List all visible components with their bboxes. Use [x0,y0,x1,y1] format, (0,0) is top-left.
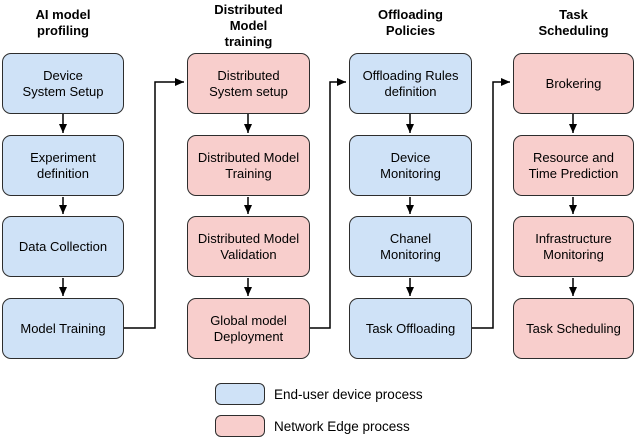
column-header-task-scheduling: Task Scheduling [538,7,609,38]
column-header-distributed-model-training: Distributed Model training [214,2,283,49]
step-offloading-rules-definition: Offloading Rules definition [349,53,472,114]
legend-label-end-user-device: End-user device process [274,386,423,402]
step-global-model-deployment: Global model Deployment [187,298,310,359]
connector-global-model-deployment-to-offloading-rules [310,78,346,329]
legend-swatch-end-user-device [215,383,265,405]
step-device-monitoring: Device Monitoring [349,135,472,196]
step-brokering: Brokering [513,53,634,114]
step-distributed-system-setup: Distributed System setup [187,53,310,114]
step-model-training: Model Training [2,298,124,359]
step-infrastructure-monitoring: Infrastructure Monitoring [513,216,634,277]
step-distributed-model-validation: Distributed Model Validation [187,216,310,277]
connector-model-training-to-distributed-system-setup [124,78,184,329]
step-data-collection: Data Collection [2,216,124,277]
step-distributed-model-training: Distributed Model Training [187,135,310,196]
step-resource-and-time-prediction: Resource and Time Prediction [513,135,634,196]
step-device-system-setup: Device System Setup [2,53,124,114]
legend-item-end-user-device: End-user device process [215,383,423,405]
legend-label-network-edge: Network Edge process [274,418,410,434]
step-task-scheduling: Task Scheduling [513,298,634,359]
step-experiment-definition: Experiment definition [2,135,124,196]
connector-task-offloading-to-brokering [472,78,510,329]
step-task-offloading: Task Offloading [349,298,472,359]
column-header-ai-model-profiling: AI model profiling [35,7,91,38]
legend-item-network-edge: Network Edge process [215,415,410,437]
column-header-offloading-policies: Offloading Policies [378,7,443,38]
legend-swatch-network-edge [215,415,265,437]
step-chanel-monitoring: Chanel Monitoring [349,216,472,277]
